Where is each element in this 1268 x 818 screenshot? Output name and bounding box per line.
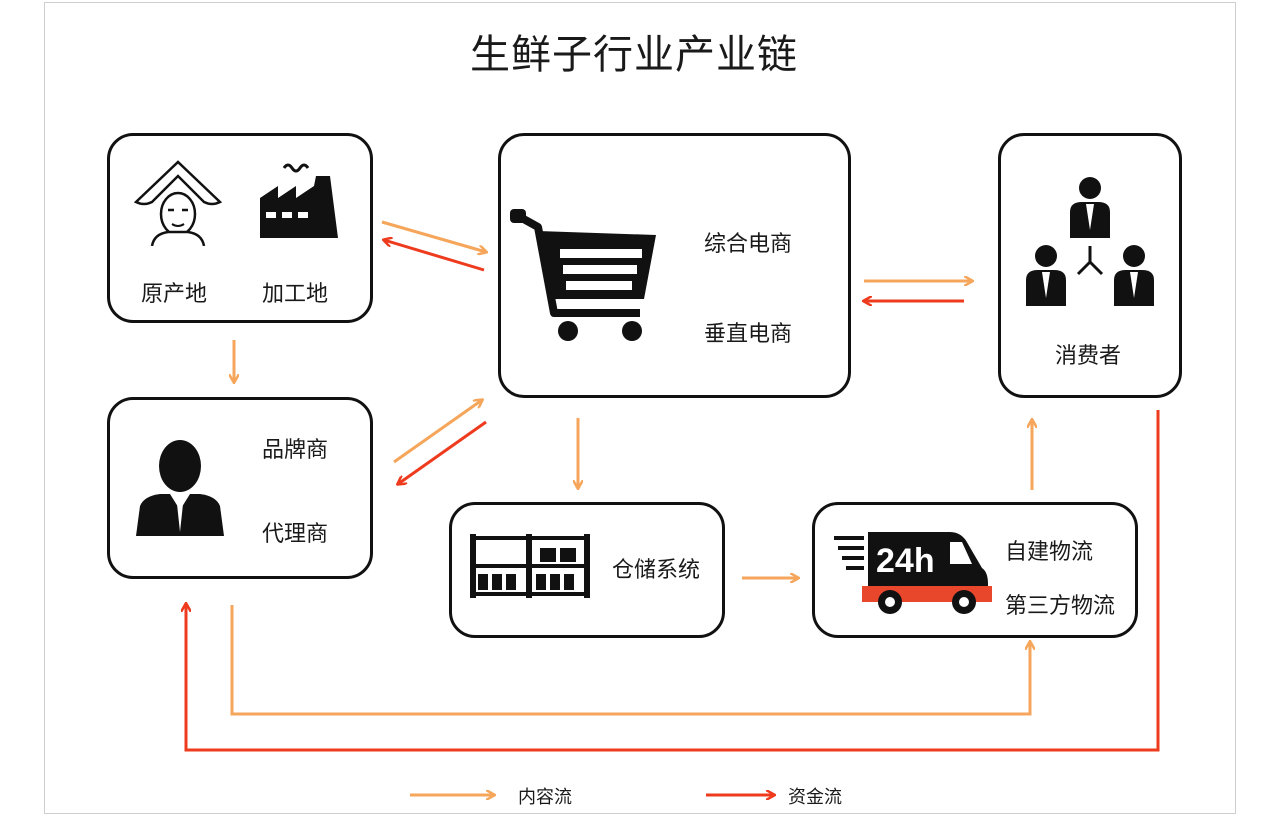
warehouse-shelf-icon <box>470 534 590 598</box>
shopping-cart-icon <box>510 209 656 341</box>
arrow-brand-to-logistics <box>230 605 1030 716</box>
warehouse-label: 仓储系统 <box>612 558 701 583</box>
comprehensive-ecommerce-label: 综合电商 <box>704 232 793 257</box>
processing-label: 加工地 <box>262 282 329 307</box>
node-brand <box>107 397 373 579</box>
delivery-badge-text: 24h <box>876 542 935 580</box>
legend-content-flow-label: 内容流 <box>518 787 572 808</box>
self-logistics-label: 自建物流 <box>1005 540 1094 565</box>
arrow-brand-to-ecommerce <box>393 400 482 464</box>
arrow-origin-to-ecommerce <box>381 220 486 252</box>
diagram-frame <box>44 2 1236 814</box>
consumer-group-icon <box>1026 177 1154 306</box>
agent-person-icon <box>136 440 224 536</box>
consumer-label: 消费者 <box>1055 344 1122 369</box>
delivery-truck-icon: 24h <box>834 532 992 614</box>
agent-label: 代理商 <box>262 522 329 547</box>
origin-label: 原产地 <box>141 282 208 307</box>
third-party-logistics-label: 第三方物流 <box>1005 594 1116 619</box>
arrow-ecommerce-to-origin <box>384 240 485 272</box>
vertical-ecommerce-label: 垂直电商 <box>704 322 793 347</box>
brand-owner-label: 品牌商 <box>262 438 329 463</box>
farmer-icon <box>133 160 223 246</box>
diagram-title: 生鲜子行业产业链 <box>470 32 798 78</box>
arrow-ecommerce-to-brand <box>398 420 487 484</box>
legend-money-flow-label: 资金流 <box>788 787 842 808</box>
arrow-consumer-to-brand-money <box>186 410 1160 752</box>
factory-icon <box>260 163 338 238</box>
